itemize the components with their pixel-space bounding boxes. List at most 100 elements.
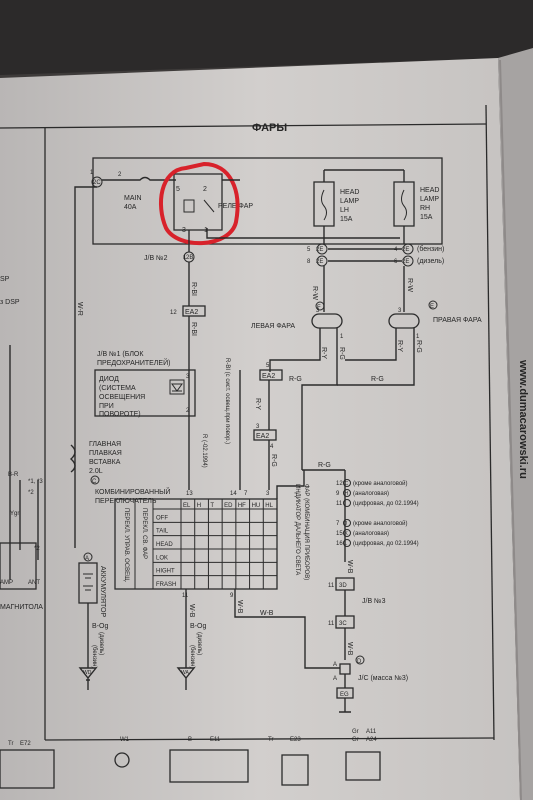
jb2-conn: 2B — [186, 255, 193, 261]
wire-ry-3: R-Y — [254, 398, 261, 410]
pin-8: 8 — [307, 259, 311, 265]
wire-rg-2: R-G — [415, 340, 422, 353]
relay-pin-5: 5 — [176, 186, 180, 193]
ground-wa: WA — [181, 670, 190, 676]
rg-indicator-wire — [276, 469, 345, 499]
ea2-mid — [259, 369, 283, 381]
switch-pin-9: 9 — [230, 593, 234, 599]
lh-fuse-l1: HEAD — [340, 189, 359, 196]
indicator-note: (кроме аналоговой) — [353, 480, 408, 487]
indicator-note: (аналоговая) — [353, 491, 389, 497]
relay-bus-wire — [206, 228, 400, 239]
relay-box — [173, 173, 223, 231]
indicator-conn-id: K — [345, 531, 349, 537]
note-date: R (-02.1994) — [201, 434, 207, 468]
relay-pin-3: 3 — [182, 227, 186, 234]
bog-petrol: (бензин) — [91, 645, 97, 668]
wire-ry-1: R-Y — [320, 347, 327, 359]
left-frag-5: *2 — [28, 490, 34, 496]
main-pin-in: 1 — [90, 170, 94, 176]
ea2-low-label: EA2 — [256, 433, 269, 440]
wire-bog-1: B-Og — [92, 623, 108, 630]
indicator-conn-circle — [343, 539, 351, 547]
wire-rg-1: R-G — [338, 347, 345, 360]
diode-l5: ПОВОРОТЕ) — [99, 411, 141, 418]
wire-wb-4: W-B — [346, 560, 353, 574]
switch-row-head: HEAD — [156, 542, 173, 548]
left-lamp-icon — [311, 313, 343, 329]
main-fuse-icon — [69, 444, 76, 473]
conn-2e-3: 2E — [402, 247, 409, 253]
left-lamp-label: ЛЕВАЯ ФАРА — [251, 323, 295, 330]
bottom-a24: A24 — [366, 737, 377, 743]
wire-rbl-1: R-BI — [190, 282, 197, 296]
switch-row-off: OFF — [156, 515, 168, 521]
bottom-terminal-icon — [114, 752, 130, 768]
right-lamp-ry — [345, 328, 397, 361]
ea2-pin-4: 4 — [270, 444, 274, 450]
conn-2e-2: 2E — [316, 259, 323, 265]
indicator-conn-id: L — [345, 541, 348, 547]
jc-id: D — [357, 659, 362, 665]
title-rule — [0, 123, 487, 129]
rh-fuse-l1: HEAD — [420, 187, 439, 194]
main-fusible-l4: 2.0L — [89, 468, 103, 475]
relay-contact-icon — [203, 199, 215, 213]
relay-pin-2: 2 — [203, 186, 207, 193]
switch-l2: ПЕРЕКЛЮЧАТЕЛЬ — [95, 498, 157, 505]
lamp-pin-b: 1 — [340, 334, 344, 340]
wire-rg-6: R-G — [318, 462, 331, 469]
bog-diesel: (дизель) — [98, 632, 104, 655]
ea2-low — [253, 429, 277, 441]
diode-l2: (СИСТЕМА — [99, 385, 136, 392]
conn-circle-1 — [316, 243, 328, 255]
indicator-conn-id: J — [345, 521, 348, 527]
ea2-top — [182, 305, 206, 317]
left-frag-10: *2 — [34, 546, 40, 552]
diode-pin-a: 3 — [186, 374, 190, 380]
indicator-pin: 16 — [336, 541, 343, 547]
switch-row-hight: HIGHT — [156, 569, 175, 575]
indicator-conn-circle — [343, 479, 351, 487]
conn-circle-3 — [402, 243, 414, 255]
left-lamp-ry — [269, 328, 321, 372]
bottom-connector-4 — [345, 751, 381, 781]
battery-id-circle — [83, 552, 93, 562]
main-fusible-id: C — [92, 479, 97, 485]
conn-circle-4 — [402, 255, 414, 267]
main-pin-out: 2 — [118, 172, 122, 178]
lh-fuse-icon — [321, 189, 327, 221]
jb2-pin: 1 — [183, 255, 187, 261]
indicator-pin: 9 — [336, 491, 340, 497]
diode-box — [94, 369, 196, 417]
bog2-diesel: (дизель) — [196, 632, 202, 655]
switch-col-hl: HL — [265, 503, 273, 509]
indicator-conn-circle — [343, 499, 351, 507]
diode-l1: ДИОД — [99, 376, 119, 383]
indicator-pin: 12 — [336, 481, 343, 487]
switch-col-ed: ED — [224, 503, 233, 509]
switch-pin-14: 14 — [230, 491, 237, 497]
ground-wd-icon — [78, 667, 98, 690]
note-turn-light: R-BI (с сист. освещ.при повор.) — [224, 358, 230, 444]
bottom-e23: E23 — [290, 737, 301, 743]
wire-wb-1: W-B — [188, 604, 195, 618]
diode-l3: ОСВЕЩЕНИЯ — [99, 394, 145, 401]
wire-rw-right: R-W — [406, 278, 413, 292]
conn-2e-1: 2E — [316, 247, 323, 253]
eg-ground-symbol-icon — [339, 698, 351, 713]
jb2-label: J/B №2 — [144, 255, 168, 262]
bottom-e72: E72 — [20, 741, 31, 747]
wire-rg-5: R-G — [270, 454, 277, 467]
ground-wa-icon — [176, 667, 196, 690]
switch-row-tail: TAIL — [156, 529, 169, 535]
lamp-pin-d: 1 — [416, 334, 420, 340]
bottom-e11: E11 — [210, 737, 221, 743]
indicator-conn-id: C — [345, 481, 349, 487]
bottom-connector-3 — [281, 754, 309, 786]
page-edge — [498, 48, 533, 800]
jc-id-circle — [355, 655, 365, 665]
relay-coil-icon — [183, 199, 195, 213]
